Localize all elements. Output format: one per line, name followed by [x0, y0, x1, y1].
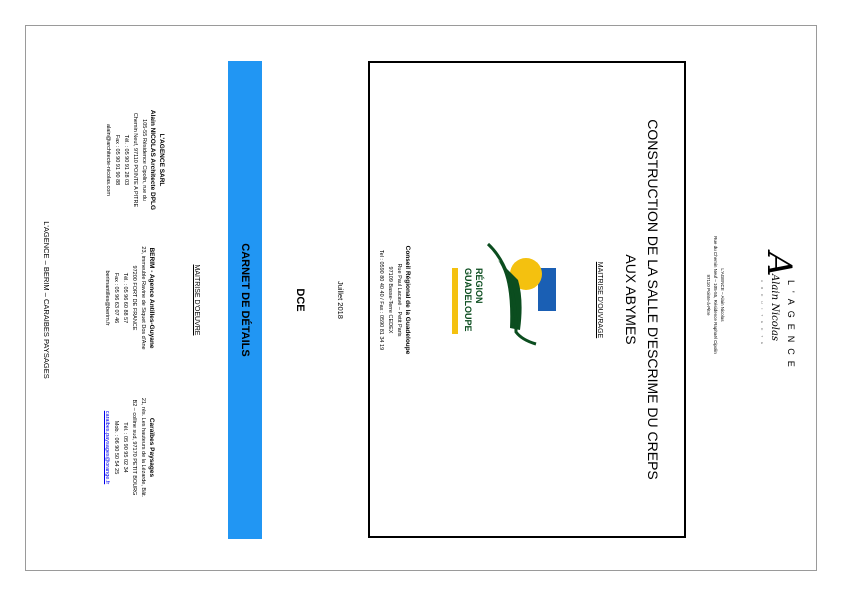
berim-name: BERIM - Agence Antilles-Guyane: [148, 247, 155, 349]
caraibes-mob: Mob. : 06 90 50 54 25: [113, 420, 119, 475]
document-phase: DCE: [291, 270, 309, 330]
client-address1: Rue Paul Lacavé – Petit Paris: [396, 263, 402, 337]
caraibes-address1: 21, rés. Les hauteurs de la Lézarde, Bât…: [140, 397, 146, 498]
document-date-text: Juillet 2018: [336, 281, 345, 319]
footer: L'AGENCE – BERIM – CARAIBES PAYSAGES: [40, 200, 52, 400]
agency-brand-word: L'AGENCE: [786, 280, 796, 373]
document-type: CARNET DE DÉTAILS: [228, 61, 262, 539]
footer-text: L'AGENCE – BERIM – CARAIBES PAYSAGES: [42, 221, 51, 379]
project-title-line2: AUX ABYMES: [623, 254, 639, 345]
agence-tel: Tél. : 05 90 91 28 03: [123, 134, 129, 186]
agency-address-line1: L'AGENCE – Alain Nicolas: [720, 268, 725, 322]
logo-yellow-strip: [452, 268, 458, 334]
caraibes-email-link[interactable]: caraibes.paysages@orange.fr: [104, 410, 110, 485]
region-guadeloupe-logo: RÉGION GUADELOUPE: [448, 240, 568, 350]
project-title-line1: CONSTRUCTION DE LA SALLE D'ESCRIME DU CR…: [645, 119, 661, 480]
maitrise-oeuvre-heading: MAITRISE D'OEUVRE: [190, 240, 202, 360]
contractor-caraibes: Caraïbes Paysages 21, rés. Les hauteurs …: [94, 385, 156, 510]
agency-address-line2: Rue du Chemin Neuf – 105-55, Résidence R…: [713, 236, 718, 354]
maitrise-ouvrage-heading-text: MAITRISE D'OUVRAGE: [596, 261, 603, 339]
agency-address: L'AGENCE – Alain Nicolas Rue du Chemin N…: [704, 230, 726, 360]
berim-tel: Tél. : 05 96 60 88 57: [122, 272, 128, 324]
client-block: Conseil Régional de la Guadeloupe Rue Pa…: [370, 220, 412, 380]
agence-address1: 105-55 Résidence Cipolin, rue du: [141, 119, 147, 201]
logo-region-text: RÉGION: [474, 268, 484, 304]
project-title: CONSTRUCTION DE LA SALLE D'ESCRIME DU CR…: [614, 61, 664, 538]
document-type-bar: [228, 61, 262, 539]
agence-address2: Chemin Neuf, 97110 POINTE A PITRE: [132, 112, 138, 208]
agence-name1: L'AGENCE SARL: [158, 133, 165, 187]
client-address2: 97109 Basse-Terre CEDEX: [387, 266, 393, 334]
contractor-agence: L'AGENCE SARL Alain NICOLAS Architecte D…: [94, 105, 166, 215]
berim-address1: 23, immeuble Ravine de Siquet Dos d'Ane: [140, 246, 146, 350]
caraibes-address2: B2 – colline sud, 97170 PETIT BOURG: [131, 399, 137, 496]
maitrise-ouvrage-heading: MAITRISE D'OUVRAGE: [592, 240, 606, 360]
title-box: [368, 61, 686, 538]
contractor-berim: BERIM - Agence Antilles-Guyane 23, immeu…: [94, 238, 156, 358]
logo-swoosh: [486, 242, 537, 346]
client-phone: Tel : 0590 80 40 40 / Fax : 0590 81 34 1…: [378, 249, 384, 351]
agency-logo: A L'AGENCE Alain Nicolas ARCHITECTE: [748, 250, 799, 373]
berim-address2: 97200 FORT DE FRANCE: [131, 265, 137, 331]
agency-signature: Alain Nicolas: [769, 274, 780, 342]
agence-name2: Alain NICOLAS Architecte DPLG: [149, 109, 156, 211]
agency-brand-letter: A: [759, 252, 799, 277]
berim-fax: Fax : 05 96 63 07 46: [113, 272, 119, 324]
caraibes-tel: Tél. : 05 90 95 02 34: [122, 422, 128, 473]
client-name: Conseil Régional de la Guadeloupe: [404, 245, 411, 355]
caraibes-name: Caraïbes Paysages: [148, 417, 155, 478]
logo-blue-block: [538, 268, 556, 311]
agency-address-line3: 97110 Pointe-à-Pitre: [706, 274, 711, 316]
logo-guadeloupe-text: GUADELOUPE: [463, 268, 473, 332]
agence-email: alain@architecte-nicolas.com: [105, 124, 111, 196]
document-type-text: CARNET DE DÉTAILS: [239, 243, 251, 357]
document-phase-text: DCE: [294, 288, 306, 312]
document-date: Juillet 2018: [334, 260, 346, 340]
agency-tagline: ARCHITECTE: [760, 280, 764, 350]
maitrise-oeuvre-heading-text: MAITRISE D'OEUVRE: [193, 264, 200, 336]
agence-fax: Fax : 05 90 91 90 88: [114, 134, 120, 186]
page-frame: [25, 25, 817, 571]
berim-email: berimantilles@berim.fr: [104, 270, 110, 326]
